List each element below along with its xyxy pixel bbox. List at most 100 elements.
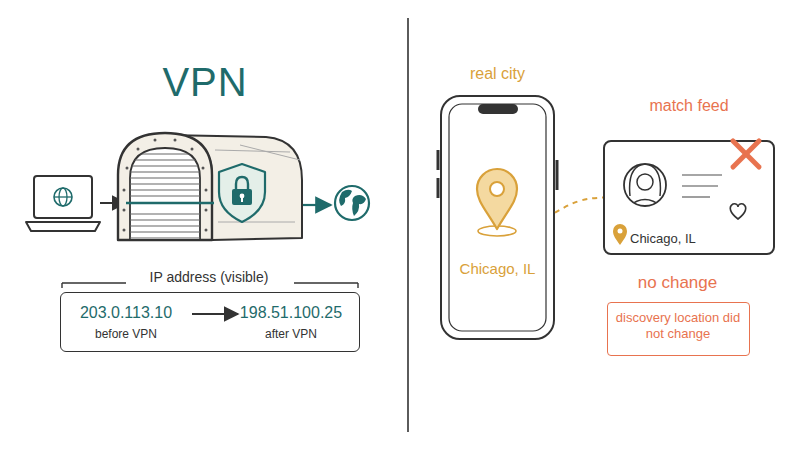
dashed-connector: [555, 198, 603, 213]
location-pin: [613, 224, 627, 245]
vpn-tunnel: [128, 171, 202, 172]
vpn-tunnel: [126, 167, 129, 170]
phone-details: [449, 104, 546, 331]
vpn-tunnel: [205, 209, 208, 212]
text-placeholder-lines: [682, 196, 710, 198]
change-arrow: [192, 313, 238, 315]
bracket-line: [61, 283, 62, 288]
divider-line: [407, 18, 409, 432]
laptop-icon: [54, 188, 72, 206]
vpn-tunnel: [174, 139, 177, 142]
ip-caption: before VPN: [66, 327, 186, 342]
globe-icon: [335, 186, 369, 220]
flow-arrow: [303, 204, 331, 206]
phone-details: [438, 104, 557, 331]
vpn-tunnel: [128, 159, 202, 160]
vpn-tunnel: [123, 139, 208, 232]
vpn-tunnel: [137, 148, 140, 151]
vpn-tunnel: [126, 202, 214, 204]
vpn-tunnel: [128, 219, 202, 220]
vpn-tunnel: [123, 209, 126, 212]
globe-icon: [339, 190, 352, 206]
vpn-tunnel: [123, 229, 126, 232]
laptop-icon: [54, 196, 72, 197]
vpn-tunnel: [128, 213, 202, 214]
city-label: Chicago, IL: [630, 231, 770, 247]
ip-caption: after VPN: [229, 327, 353, 342]
location-pin: [613, 224, 627, 245]
vpn-tunnel: [128, 189, 202, 190]
phone-frame: real cityChicago, IL: [440, 95, 555, 340]
vpn-tunnel: [128, 195, 202, 196]
location-pin: [477, 169, 517, 229]
reject-mark: [733, 141, 759, 167]
shield-lock-icon: [219, 164, 265, 222]
vpn-tunnel: [128, 231, 202, 232]
globe-icon: [335, 186, 369, 220]
vpn-tunnel: [215, 145, 300, 222]
divider-line: [408, 18, 409, 432]
box-heading: IP address (visible): [61, 269, 357, 287]
status-text: discovery location did not change: [614, 310, 742, 343]
vpn-tunnel: [128, 183, 202, 184]
vpn-tunnel: [118, 133, 302, 240]
status-heading: no change: [596, 272, 759, 293]
vpn-tunnel: [118, 133, 212, 240]
text-placeholder-lines: [682, 175, 722, 197]
change-arrow: [192, 314, 238, 315]
reject-mark: [733, 141, 759, 167]
profile-avatar: [630, 164, 661, 196]
vpn-tunnel: [123, 189, 126, 192]
heart-icon: [730, 204, 745, 219]
vpn-tunnel: [205, 189, 208, 192]
vpn-tunnel: [128, 225, 202, 226]
laptop-icon: [26, 176, 100, 231]
heart-icon: [730, 204, 745, 219]
phone-details: [478, 104, 518, 114]
profile-avatar: [624, 164, 666, 207]
vpn-tunnel: [191, 148, 194, 151]
laptop-icon: [26, 222, 100, 231]
vpn-tunnel: [128, 154, 202, 238]
profile-avatar: [624, 164, 666, 206]
shield-lock-icon: [232, 189, 252, 205]
laptop-icon: [34, 176, 92, 218]
text-placeholder-lines: [682, 185, 718, 187]
flow-arrow: [303, 205, 331, 206]
profile-avatar: [628, 164, 662, 207]
location-pin: [618, 229, 623, 234]
connector-group: [555, 198, 603, 213]
shield-lock-icon: [241, 197, 243, 202]
city-label: Chicago, IL: [442, 260, 553, 279]
match-card: match feedChicago, IL: [603, 140, 775, 255]
vpn-tunnel: [128, 165, 202, 166]
location-pin: [490, 182, 504, 196]
status-box: no changediscovery location did not chan…: [607, 302, 750, 356]
profile-avatar: [637, 174, 653, 190]
ip-value: 198.51.100.25: [229, 303, 353, 323]
text-placeholder-lines: [682, 174, 722, 176]
ip-value: 203.0.113.10: [66, 303, 186, 323]
panel-heading: real city: [430, 64, 565, 84]
ip-address-box: IP address (visible)203.0.113.10before V…: [60, 292, 360, 352]
vpn-tunnel: [128, 237, 202, 238]
globe-icon: [352, 195, 366, 216]
profile-avatar: [628, 200, 662, 208]
bracket-line: [294, 282, 358, 283]
shield-lock-icon: [236, 177, 248, 190]
section-title: VPN: [110, 60, 300, 105]
shield-lock-icon: [219, 164, 265, 222]
vpn-tunnel: [202, 167, 205, 170]
phone-details: [556, 160, 559, 190]
bracket-line: [357, 283, 358, 288]
reject-mark: [733, 141, 759, 167]
bracket-line: [62, 282, 126, 283]
vpn-tunnel: [205, 229, 208, 232]
vpn-tunnel: [128, 153, 202, 154]
panel-heading: match feed: [605, 96, 773, 116]
vpn-tunnel: [154, 139, 157, 142]
location-pin: [477, 169, 517, 236]
